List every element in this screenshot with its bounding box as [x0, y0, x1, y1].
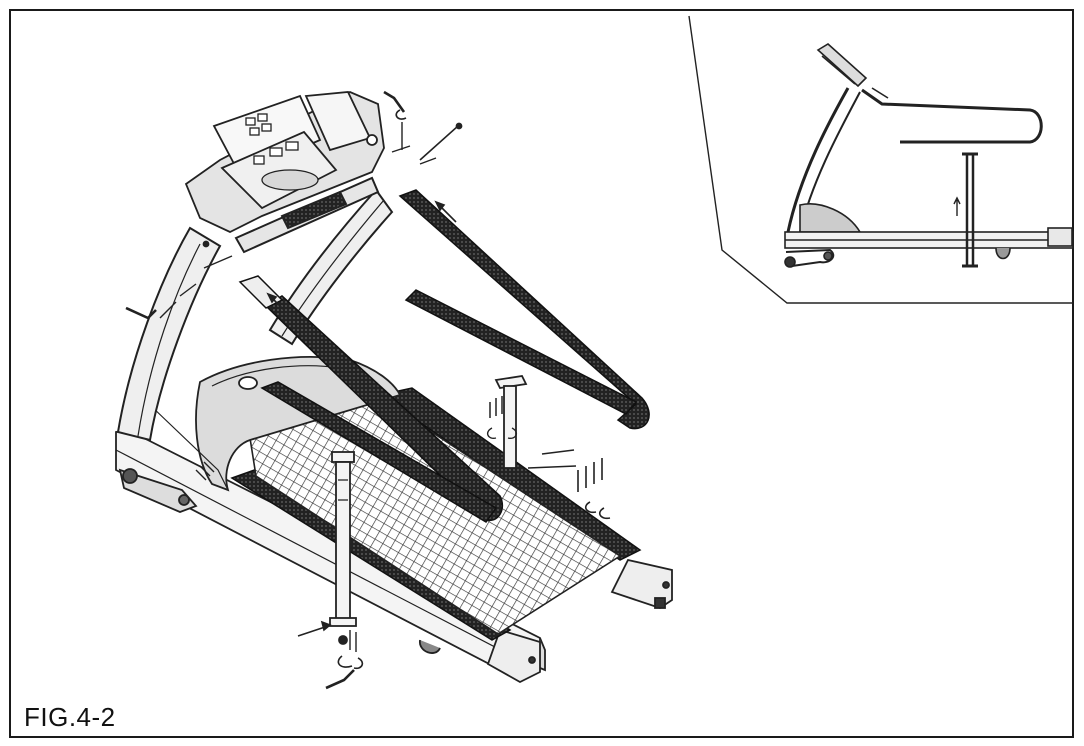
deck-end-cap	[486, 558, 673, 684]
console	[184, 91, 385, 233]
inset-boundary	[688, 15, 1073, 304]
support-leg-rear	[486, 375, 528, 469]
figure-label: FIG.4-2	[24, 702, 116, 732]
figure-frame	[9, 9, 1074, 738]
front-wheel	[118, 468, 441, 654]
treadmill-main-view	[115, 90, 673, 690]
crossbar	[234, 176, 380, 254]
rear-fasteners	[527, 449, 611, 520]
handrail	[238, 189, 650, 523]
inset-side-view	[688, 15, 1074, 304]
support-leg-front	[329, 451, 357, 652]
hardware-fasteners	[125, 90, 463, 690]
assembly-arrows	[266, 200, 457, 637]
motor-hood	[149, 356, 402, 492]
left-upright	[116, 226, 222, 442]
